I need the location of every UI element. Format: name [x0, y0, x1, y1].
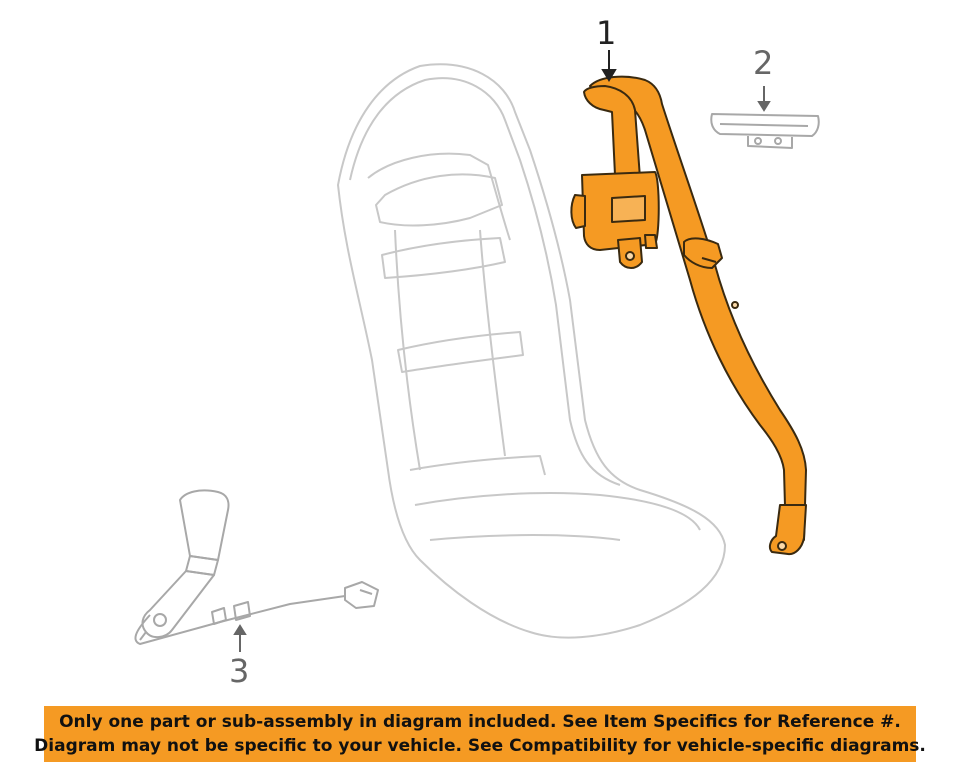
- part-3-buckle-assembly: [134, 489, 379, 645]
- part-1-seat-belt-assembly: [570, 75, 807, 556]
- disclaimer-line-2: Diagram may not be specific to your vehi…: [34, 736, 926, 756]
- callout-leaders: [233, 50, 771, 652]
- disclaimer-line-1: Only one part or sub-assembly in diagram…: [59, 712, 901, 732]
- part-2-bracket: [710, 113, 820, 149]
- callout-3: 3: [229, 652, 250, 690]
- diagram-drawing: [134, 50, 820, 652]
- callout-1: 1: [596, 14, 617, 52]
- disclaimer-banner: Only one part or sub-assembly in diagram…: [34, 706, 926, 762]
- seat-outline: [337, 63, 726, 639]
- callout-2: 2: [753, 44, 774, 82]
